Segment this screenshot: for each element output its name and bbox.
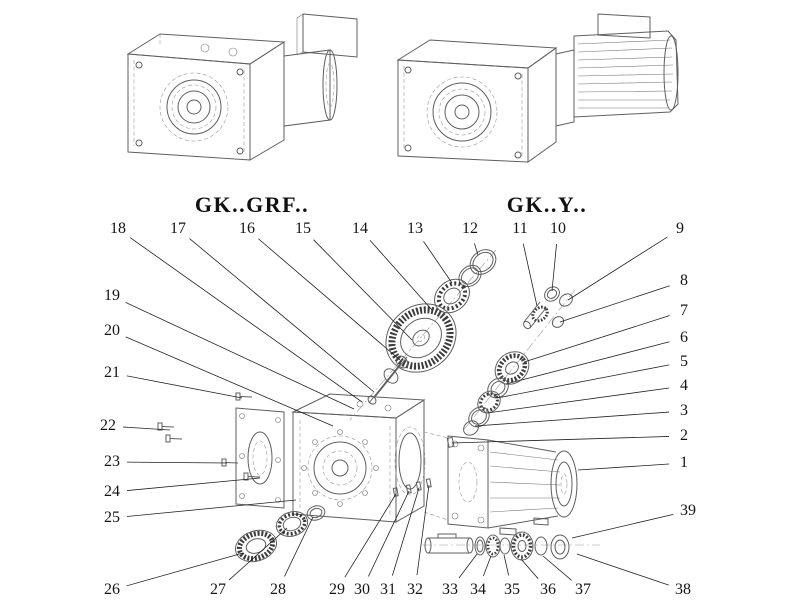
callout-18: 18 [110, 220, 126, 237]
motor-drawing [573, 13, 679, 118]
callout-24: 24 [104, 483, 120, 500]
leader-line-2 [451, 436, 670, 444]
callout-9: 9 [676, 220, 684, 237]
callout-8: 8 [680, 272, 688, 289]
callout-36: 36 [540, 581, 556, 598]
callout-14: 14 [352, 220, 368, 237]
leader-line-37 [542, 555, 572, 581]
leader-line-29 [344, 493, 397, 578]
leader-line-38 [576, 553, 669, 586]
leader-line-17 [189, 238, 375, 393]
motor-fasteners [392, 478, 432, 497]
callout-32: 32 [407, 581, 423, 598]
callout-17: 17 [170, 220, 186, 237]
motor-exploded-drawing [447, 435, 578, 536]
terminal-box-hatched [597, 13, 651, 39]
pinion-set-drawing [446, 286, 576, 448]
callout-21: 21 [104, 364, 120, 381]
motor-flange [555, 49, 575, 127]
callout-23: 23 [104, 453, 120, 470]
callout-10: 10 [550, 220, 566, 237]
leader-line-14 [369, 239, 433, 311]
callout-4: 4 [680, 377, 688, 394]
leader-line-16 [258, 238, 401, 361]
callout-16: 16 [239, 220, 255, 237]
leader-line-21 [126, 375, 243, 399]
leader-line-25 [126, 499, 297, 517]
callout-39: 39 [680, 502, 696, 519]
leader-line-13 [423, 241, 453, 284]
gearbox-unit-y-drawing [396, 13, 679, 163]
leader-line-3 [474, 411, 670, 427]
cover-hatched [302, 13, 358, 58]
callout-33: 33 [442, 581, 458, 598]
leader-line-12 [474, 243, 479, 256]
callout-20: 20 [104, 322, 120, 339]
leader-line-31 [391, 487, 420, 576]
callout-38: 38 [675, 581, 691, 598]
output-rings-drawing [234, 505, 326, 563]
leader-line-24 [126, 477, 261, 491]
leader-line-1 [577, 463, 670, 471]
leader-line-18 [130, 237, 363, 403]
callout-7: 7 [680, 302, 688, 319]
callout-34: 34 [470, 581, 486, 598]
leader-line-15 [313, 239, 413, 341]
callout-37: 37 [575, 581, 591, 598]
variant-title-y: GK..Y.. [506, 192, 588, 217]
leader-line-33 [458, 553, 478, 579]
callout-15: 15 [295, 220, 311, 237]
leader-line-36 [520, 558, 539, 579]
callout-31: 31 [380, 581, 396, 598]
callout-12: 12 [462, 220, 478, 237]
leader-line-9 [567, 236, 668, 301]
leader-line-4 [486, 387, 670, 414]
callout-6: 6 [680, 329, 688, 346]
callout-19: 19 [104, 287, 120, 304]
mounting-flange-drawing [235, 407, 285, 509]
leader-line-11 [522, 243, 538, 307]
callout-3: 3 [680, 402, 688, 419]
leader-lines [122, 236, 674, 587]
leader-line-35 [503, 554, 510, 576]
leader-line-28 [284, 516, 314, 577]
callout-13: 13 [407, 220, 423, 237]
leader-line-34 [482, 555, 492, 577]
leader-line-23 [126, 461, 228, 464]
leader-line-19 [125, 301, 355, 410]
leader-line-22 [122, 426, 171, 431]
leader-line-27 [228, 527, 288, 581]
output-shaft-assembly-drawing [422, 531, 600, 561]
callout-27: 27 [210, 581, 226, 598]
callout-28: 28 [270, 581, 286, 598]
leader-line-8 [559, 285, 670, 323]
leader-line-7 [523, 315, 670, 363]
gearbox-unit-grf-drawing [126, 13, 358, 161]
callout-2: 2 [680, 427, 688, 444]
leader-line-6 [505, 341, 670, 385]
leader-line-5 [496, 364, 670, 399]
callout-25: 25 [104, 509, 120, 526]
callout-35: 35 [504, 581, 520, 598]
leader-line-10 [551, 243, 557, 292]
callout-5: 5 [680, 353, 688, 370]
callout-11: 11 [512, 220, 528, 237]
callout-26: 26 [104, 581, 120, 598]
callout-22: 22 [100, 417, 116, 434]
callout-29: 29 [329, 581, 345, 598]
leader-line-26 [126, 552, 244, 587]
leader-line-30 [368, 490, 410, 577]
leader-line-20 [125, 336, 334, 427]
callout-1: 1 [680, 454, 688, 471]
leader-line-32 [416, 484, 430, 576]
variant-title-grf: GK..GRF.. [194, 192, 310, 217]
leader-line-39 [571, 514, 674, 539]
callout-30: 30 [354, 581, 370, 598]
